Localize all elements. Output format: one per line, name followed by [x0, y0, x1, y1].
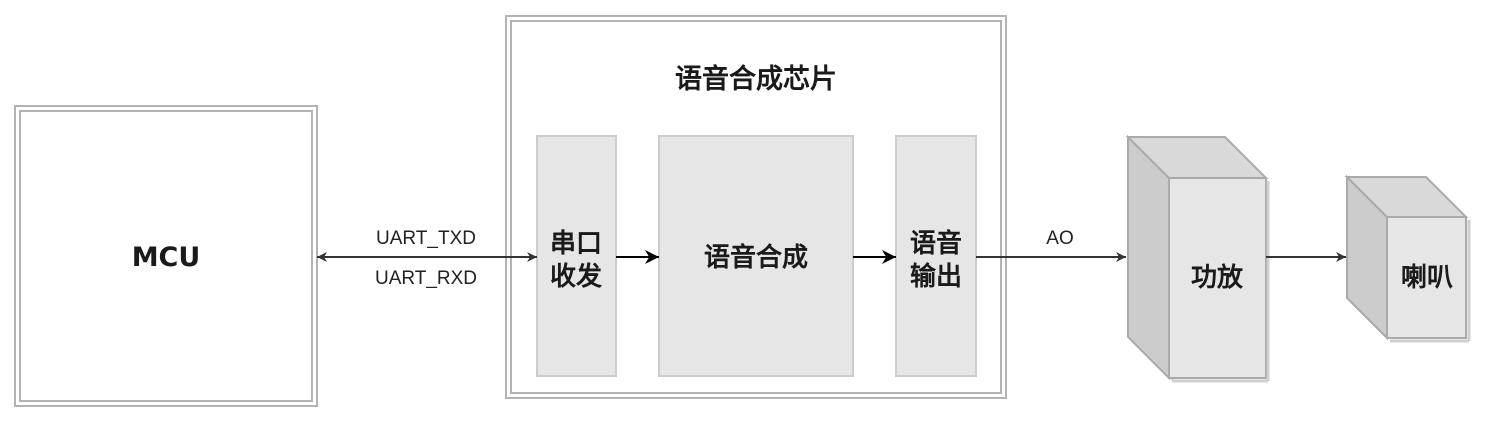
uart-block-label-line2: 收发 [550, 261, 602, 292]
synth-block-label: 语音合成 [704, 242, 808, 273]
output-block-label-line2: 输出 [910, 261, 962, 292]
chip-title: 语音合成芯片 [675, 63, 837, 95]
uart-rxd-label: UART_RXD [375, 268, 477, 289]
ao-label: AO [1046, 228, 1073, 249]
amplifier-block: 功放 [1125, 134, 1270, 383]
uart-transceiver-block: 串口 收发 [536, 135, 617, 377]
output-block-label-line1: 语音 [910, 228, 962, 259]
uart-txd-label: UART_TXD [376, 228, 476, 249]
amplifier-label: 功放 [1191, 262, 1244, 293]
speech-output-block: 语音 输出 [895, 135, 977, 377]
speaker-block: 喇叭 [1344, 174, 1471, 343]
speech-synthesis-block: 语音合成 [658, 135, 854, 377]
mcu-box: MCU [14, 105, 318, 407]
uart-block-label-line1: 串口 [550, 229, 602, 259]
speaker-label: 喇叭 [1401, 263, 1453, 293]
mcu-label: MCU [132, 242, 201, 273]
